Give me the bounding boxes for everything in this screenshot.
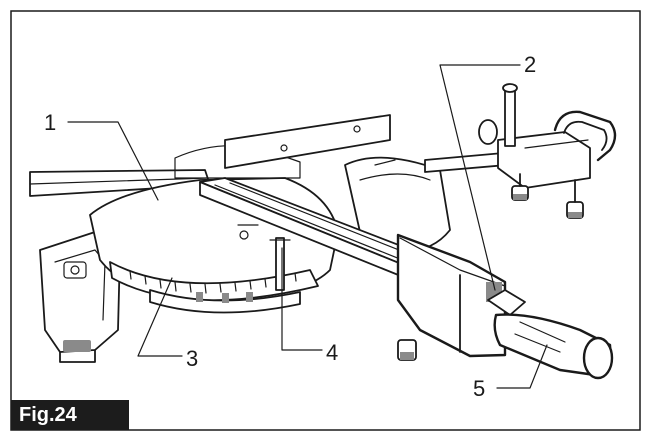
callout-4: 4 <box>326 340 338 365</box>
callout-5: 5 <box>473 376 485 401</box>
leader-lines <box>67 64 548 389</box>
callout-3: 3 <box>186 346 198 371</box>
figure-label: Fig.24 <box>11 400 129 430</box>
callout-2: 2 <box>524 52 536 77</box>
saw-base-drawing <box>29 83 617 380</box>
callout-1: 1 <box>44 110 56 135</box>
